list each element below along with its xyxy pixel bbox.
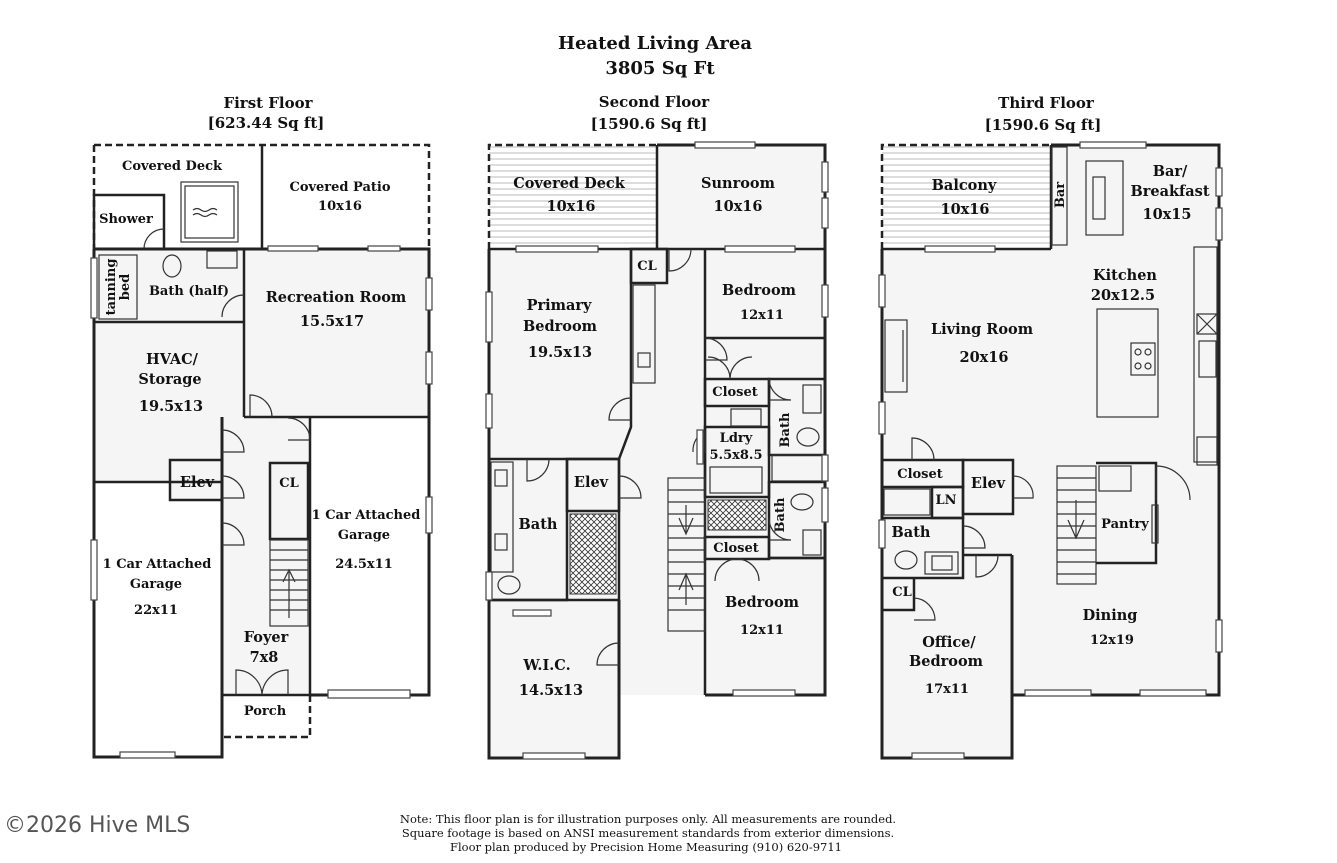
second-cl-label: CL xyxy=(637,259,657,274)
third-floor-title: Third Floor xyxy=(998,94,1095,112)
bar-breakfast-label-2: Breakfast xyxy=(1130,183,1209,200)
second-floor-stairs xyxy=(668,489,705,611)
main-title-line2: 3805 Sq Ft xyxy=(605,58,715,79)
dining-label: Dining xyxy=(1083,607,1138,624)
office-label-1: Office/ xyxy=(922,634,976,651)
second-covered-deck-label: Covered Deck xyxy=(513,175,626,192)
shower-label: Shower xyxy=(99,212,153,227)
first-floor-area: [623.44 Sq ft] xyxy=(208,114,325,132)
foyer-label: Foyer xyxy=(244,629,289,646)
recreation-room-size: 15.5x17 xyxy=(300,313,364,330)
bath-a-label: Bath xyxy=(778,412,793,447)
bedroom-a-label: Bedroom xyxy=(722,282,797,299)
hvac-label-1: HVAC/ xyxy=(146,351,199,368)
primary-bedroom-size: 19.5x13 xyxy=(528,344,592,361)
first-cl-label: CL xyxy=(279,476,299,491)
bedroom-b-label: Bedroom xyxy=(725,594,800,611)
foyer-size: 7x8 xyxy=(250,649,279,666)
first-covered-deck-label: Covered Deck xyxy=(122,159,223,174)
sunroom-label: Sunroom xyxy=(701,175,776,192)
kitchen-label: Kitchen xyxy=(1093,267,1157,284)
porch-label: Porch xyxy=(244,704,287,719)
living-room-size: 20x16 xyxy=(959,349,1008,366)
office-size: 17x11 xyxy=(925,682,969,697)
half-bath-label: Bath (half) xyxy=(149,284,229,299)
bath-b-label: Bath xyxy=(773,497,788,532)
living-room-label: Living Room xyxy=(931,321,1034,338)
bedroom-b-size: 12x11 xyxy=(740,623,784,638)
second-floor-plan xyxy=(485,141,829,760)
first-elev-label: Elev xyxy=(180,474,215,491)
main-title-line1: Heated Living Area xyxy=(558,33,752,54)
second-floor-title: Second Floor xyxy=(599,93,710,111)
left-garage-label-1: 1 Car Attached xyxy=(103,557,212,572)
closet-b-label: Closet xyxy=(713,541,759,556)
first-floor-title: First Floor xyxy=(223,94,313,112)
bar-breakfast-label-1: Bar/ xyxy=(1153,163,1188,180)
third-closet-label: Closet xyxy=(897,467,943,482)
right-garage-size: 24.5x11 xyxy=(335,557,393,572)
second-covered-deck-size: 10x16 xyxy=(546,198,595,215)
ln-label: LN xyxy=(935,493,956,508)
note-line-2: Square footage is based on ANSI measurem… xyxy=(402,826,894,840)
sunroom-size: 10x16 xyxy=(713,198,762,215)
left-garage-label-2: Garage xyxy=(130,577,182,592)
hvac-label-2: Storage xyxy=(138,371,201,388)
note-line-1: Note: This floor plan is for illustratio… xyxy=(400,812,896,826)
hvac-size: 19.5x13 xyxy=(139,398,203,415)
third-bath-label: Bath xyxy=(892,524,931,541)
third-floor-plan xyxy=(878,141,1223,760)
recreation-room-label: Recreation Room xyxy=(266,289,407,306)
primary-bedroom-label-2: Bedroom xyxy=(523,318,598,335)
bedroom-a-size: 12x11 xyxy=(740,308,784,323)
balcony-size: 10x16 xyxy=(940,201,989,218)
tanning-bed-label-1: tanning xyxy=(104,259,119,316)
dining-size: 12x19 xyxy=(1090,633,1134,648)
note-line-3: Floor plan produced by Precision Home Me… xyxy=(450,840,842,854)
second-elev-label: Elev xyxy=(574,474,609,491)
office-label-2: Bedroom xyxy=(909,653,984,670)
first-floor-stairs xyxy=(270,549,308,618)
kitchen-size: 20x12.5 xyxy=(1091,287,1155,304)
third-elev-label: Elev xyxy=(971,475,1006,492)
primary-bath-label: Bath xyxy=(519,516,558,533)
third-floor-area: [1590.6 Sq ft] xyxy=(985,116,1102,134)
ldry-size: 5.5x8.5 xyxy=(710,448,763,463)
third-floor-stairs xyxy=(1057,477,1096,575)
bar-small-label: Bar xyxy=(1053,182,1068,208)
wic-label: W.I.C. xyxy=(522,657,570,674)
wic-size: 14.5x13 xyxy=(519,682,583,699)
bar-breakfast-size: 10x15 xyxy=(1142,206,1191,223)
pantry-label: Pantry xyxy=(1101,517,1149,532)
balcony-label: Balcony xyxy=(932,177,997,194)
watermark-text: ©2026 Hive MLS xyxy=(4,813,190,838)
tanning-bed-label-2: bed xyxy=(118,274,133,300)
right-garage-label-1: 1 Car Attached xyxy=(312,508,421,523)
right-garage-label-2: Garage xyxy=(338,528,390,543)
first-floor-plan xyxy=(90,143,433,759)
ldry-label: Ldry xyxy=(720,431,753,446)
primary-bedroom-label-1: Primary xyxy=(527,297,592,314)
left-garage-size: 22x11 xyxy=(134,603,178,618)
second-floor-area: [1590.6 Sq ft] xyxy=(591,115,708,133)
closet-a-label: Closet xyxy=(712,385,758,400)
first-covered-patio-size: 10x16 xyxy=(318,199,362,214)
first-covered-patio-label: Covered Patio xyxy=(289,180,390,195)
third-cl-label: CL xyxy=(892,585,912,600)
